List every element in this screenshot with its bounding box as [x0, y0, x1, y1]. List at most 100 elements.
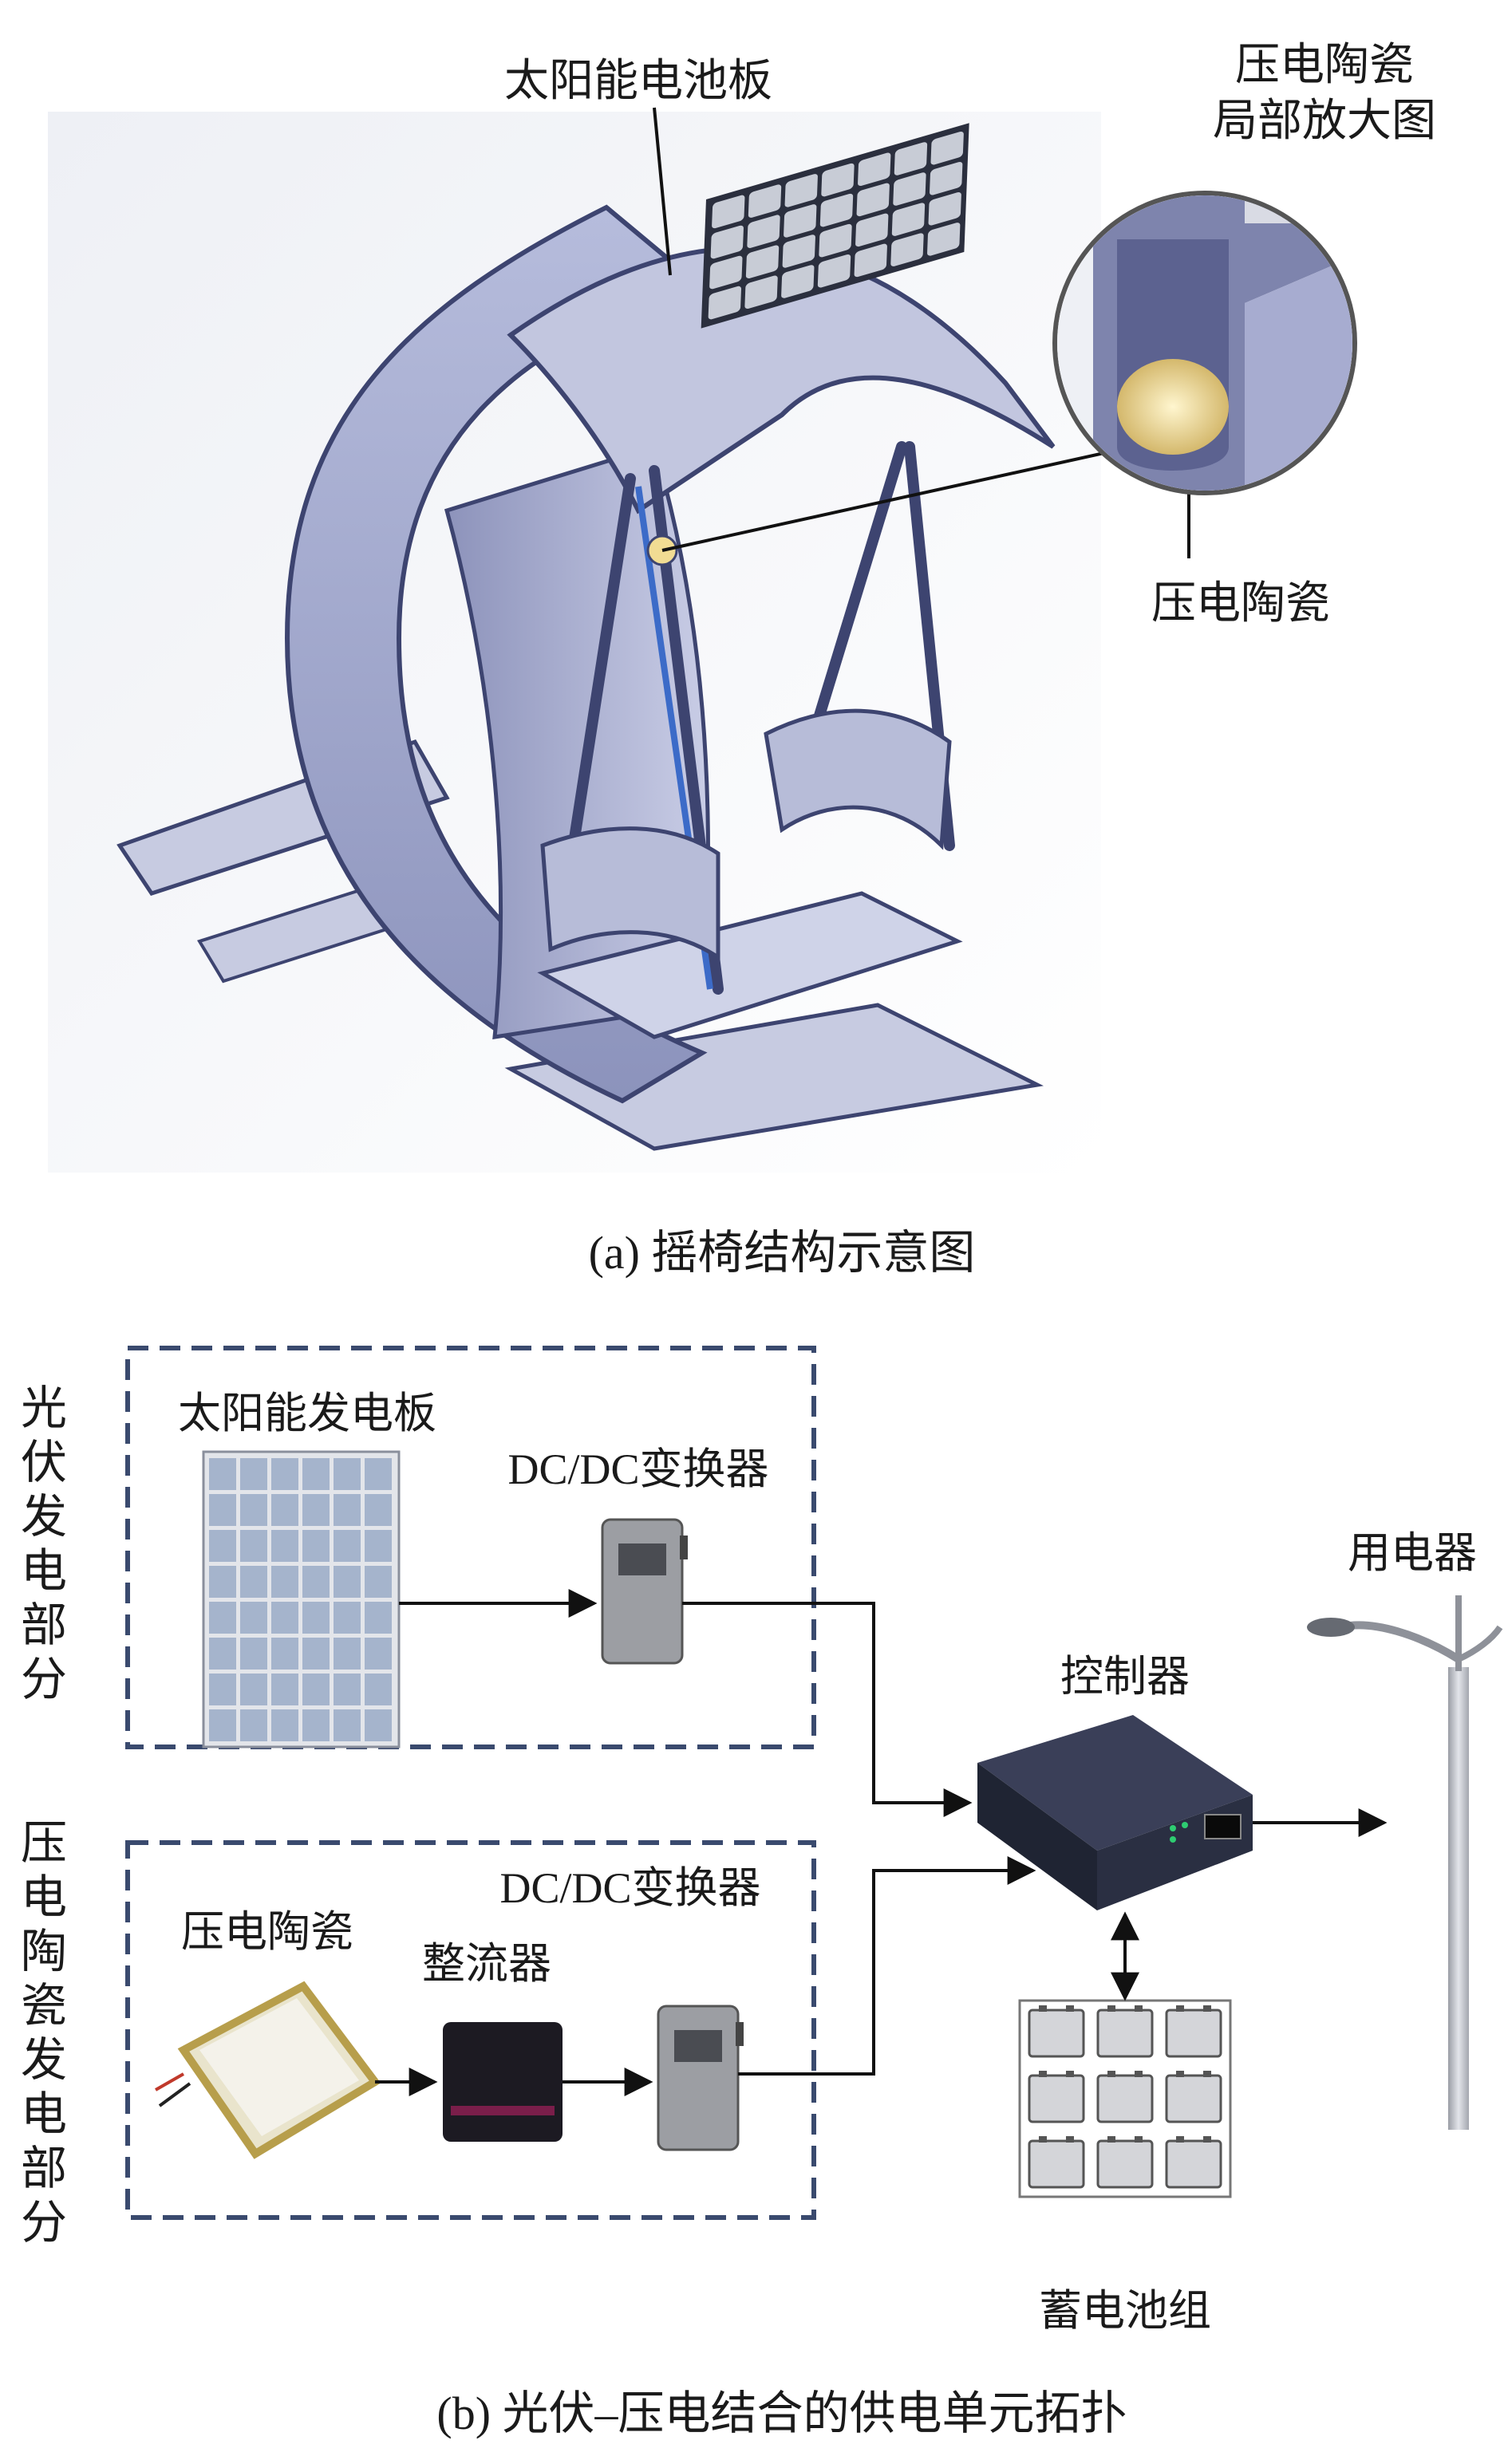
battery-cell: [1028, 2009, 1085, 2058]
solar-cell: [209, 1458, 236, 1490]
solar-cell: [365, 1602, 392, 1634]
solar-cell: [240, 1709, 267, 1741]
label-dcdc-top: DC/DC变换器: [507, 1445, 768, 1493]
solar-cell: [271, 1530, 298, 1562]
solar-cell: [302, 1602, 330, 1634]
roof-solar-cell: [890, 233, 924, 266]
group-label-pv: 光伏发电部分: [21, 1381, 67, 1706]
battery-cell: [1096, 2009, 1154, 2058]
solar-cell: [209, 1674, 236, 1705]
solar-cell: [271, 1674, 298, 1705]
piezo-group-box: [125, 1840, 816, 2220]
battery-terminal: [1135, 2071, 1143, 2077]
seat: [537, 891, 963, 1039]
roof-solar-cell: [930, 162, 963, 195]
solar-cell: [271, 1566, 298, 1598]
battery-terminal: [1066, 2071, 1074, 2077]
solar-cell: [240, 1638, 267, 1670]
roof-solar-cell: [712, 195, 745, 229]
vertical-char: 电: [21, 1870, 67, 1924]
solar-cell: [365, 1458, 392, 1490]
roof-solar-cell: [819, 223, 852, 258]
solar-generation-panel: [202, 1450, 401, 1748]
battery-cell: [1028, 2139, 1085, 2189]
vertical-char: 瓷: [21, 1978, 67, 2032]
dcdc-converter-top: [601, 1518, 688, 1665]
vertical-char: 压: [21, 1815, 67, 1870]
solar-cell: [365, 1530, 392, 1562]
zoom-inset: [1052, 191, 1357, 495]
solar-cell: [334, 1530, 361, 1562]
solar-cell: [365, 1709, 392, 1741]
connections: [375, 1589, 1388, 2096]
roof-solar-cell: [784, 204, 817, 238]
solar-cell: [240, 1566, 267, 1598]
arrow-dcdc-to-controller: [682, 1602, 973, 1817]
label-piezo-ceramic: 压电陶瓷: [181, 1906, 353, 1957]
solar-cell: [209, 1602, 236, 1634]
vertical-char: 发: [21, 2032, 67, 2087]
label-piezo-a: 压电陶瓷: [1151, 578, 1330, 629]
battery-cell: [1096, 2074, 1154, 2123]
roof-solar-cell: [782, 235, 815, 268]
solar-cell: [271, 1638, 298, 1670]
label-zoom-title-2: 局部放大图: [1213, 95, 1436, 147]
battery-terminal: [1203, 2071, 1211, 2077]
label-appliance: 用电器: [1348, 1528, 1477, 1578]
battery-terminal: [1203, 2136, 1211, 2143]
caption-a: (a) 摇椅结构示意图: [589, 1227, 976, 1279]
roof-solar-cell: [708, 286, 741, 320]
solar-cell: [240, 1602, 267, 1634]
label-rectifier: 整流器: [422, 1938, 551, 1989]
solar-cell: [240, 1674, 267, 1705]
solar-cell: [271, 1709, 298, 1741]
vertical-char: 分: [21, 2195, 67, 2249]
solar-cell: [334, 1494, 361, 1526]
battery-cell: [1096, 2139, 1154, 2189]
solar-cell: [271, 1602, 298, 1634]
roof-solar-cell: [927, 223, 961, 256]
controller-device: [977, 1715, 1253, 1910]
solar-cell: [302, 1494, 330, 1526]
solar-cell: [209, 1638, 236, 1670]
front-seat-bracket: [540, 826, 720, 961]
roof-solar-cell: [781, 265, 815, 298]
battery-terminal: [1203, 2005, 1211, 2012]
label-solar-gen-panel: 太阳能发电板: [178, 1388, 436, 1438]
solar-cell: [302, 1530, 330, 1562]
roof-solar-cell: [784, 174, 818, 207]
battery-terminal: [1176, 2005, 1184, 2012]
roof-solar-cell: [855, 213, 889, 247]
vertical-char: 部: [21, 2141, 67, 2195]
solar-cell: [271, 1494, 298, 1526]
arrow-dcdc-to-controller-2: [738, 1856, 1036, 2076]
solar-cell: [365, 1494, 392, 1526]
battery-terminal: [1176, 2071, 1184, 2077]
roof-solar-cell: [891, 203, 926, 236]
piezo-ceramic: [155, 1981, 381, 2159]
roof-solar-cell: [817, 254, 851, 288]
group-label-piezo: 压电陶瓷发电部分: [21, 1815, 67, 2249]
solar-cell: [302, 1458, 330, 1490]
solar-cell: [334, 1458, 361, 1490]
solar-cell: [365, 1674, 392, 1705]
battery-terminal: [1066, 2136, 1074, 2143]
solar-cell: [271, 1458, 298, 1490]
rocker-arc: [284, 204, 708, 1104]
roof-solar-cell: [930, 131, 964, 165]
floor-plate-right: [504, 1003, 1044, 1151]
caption-b: (b) 光伏–压电结合的供电单元拓扑: [436, 2387, 1127, 2439]
roof-solar-cell: [710, 225, 744, 259]
roof-solar-cell: [858, 152, 891, 187]
vertical-char: 电: [21, 2087, 67, 2141]
vertical-char: 陶: [21, 1924, 67, 1978]
label-zoom-title-1: 压电陶瓷: [1235, 39, 1414, 91]
vertical-char: 电: [21, 1543, 67, 1598]
label-solar-battery-panel: 太阳能电池板: [504, 55, 772, 107]
label-dcdc-bottom: DC/DC变换器: [499, 1864, 760, 1912]
battery-cell: [1165, 2074, 1222, 2123]
solar-cell: [209, 1709, 236, 1741]
leader-solar: [653, 107, 672, 276]
roof-solar-cell: [819, 193, 854, 227]
